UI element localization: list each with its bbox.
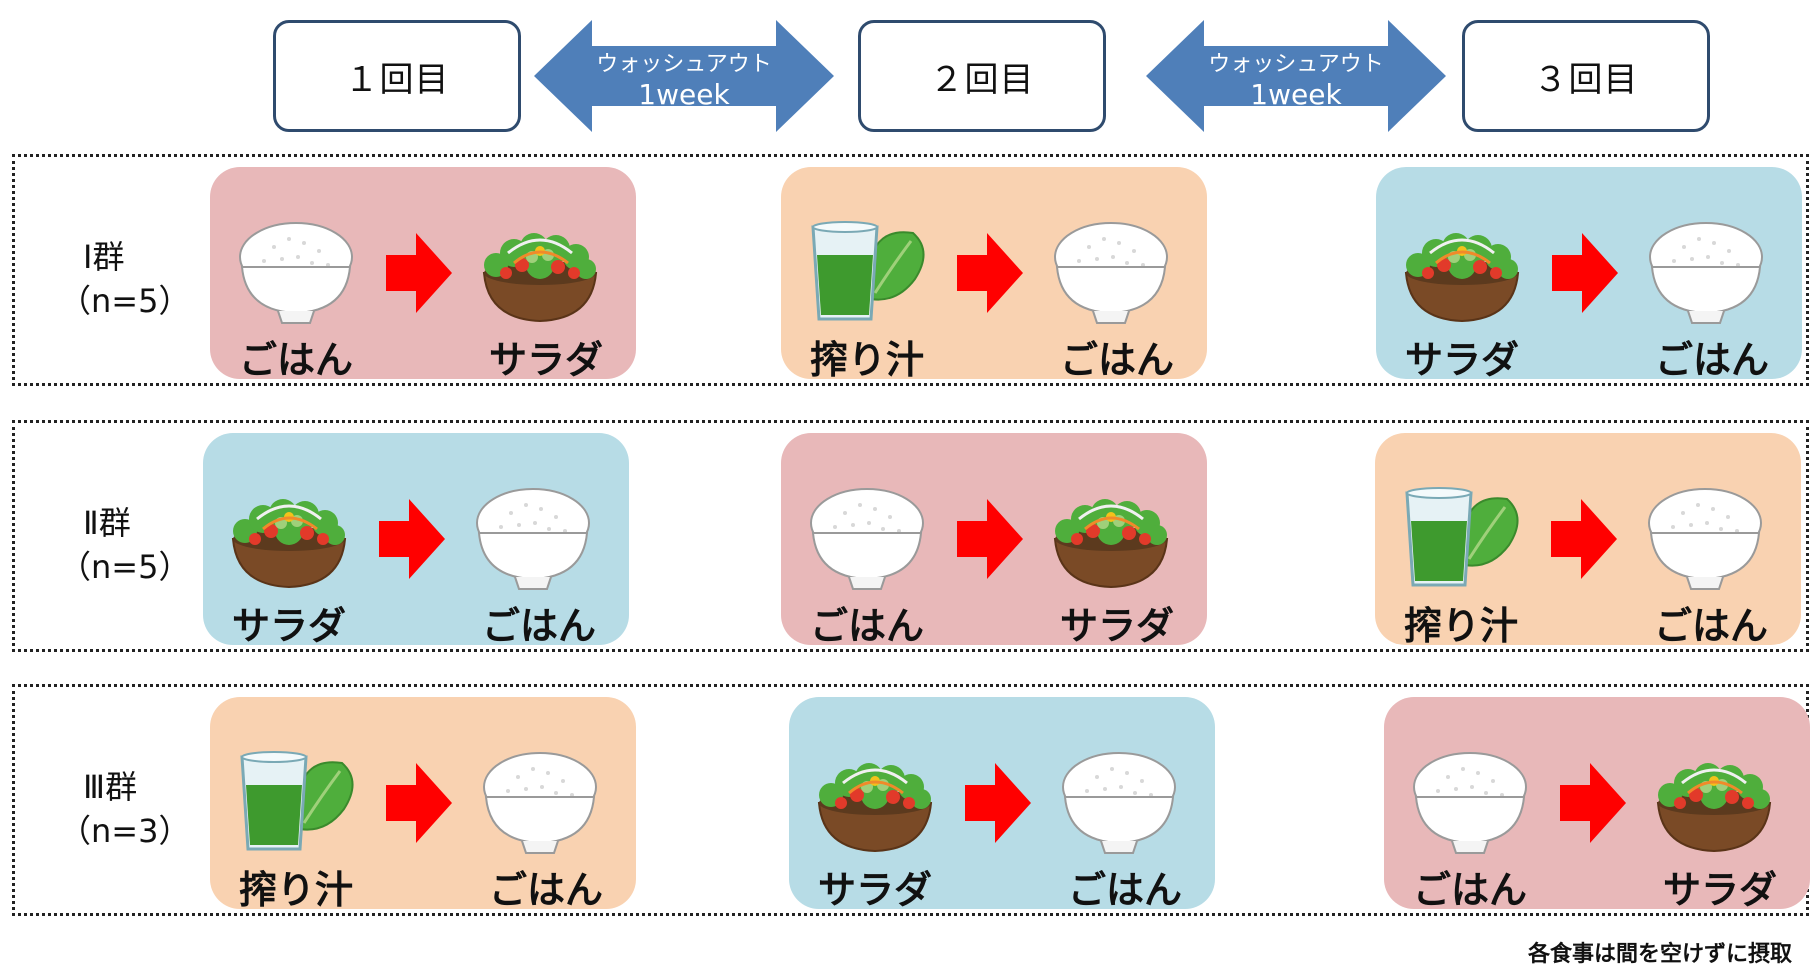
group-3-row: Ⅲ群 （n=3） 搾り汁 ごはん bbox=[12, 684, 1810, 916]
salad-icon bbox=[813, 737, 937, 861]
food-label-first: サラダ bbox=[1404, 338, 1519, 382]
group-1-row: Ⅰ群 （n=5） ごはん サラダ bbox=[12, 154, 1809, 386]
juice-icon bbox=[234, 737, 358, 861]
washout-2-duration: 1week bbox=[1250, 78, 1342, 111]
footnote: 各食事は間を空けずに摂取 bbox=[1527, 942, 1792, 967]
juice-icon bbox=[1399, 473, 1523, 597]
arrow-right-icon bbox=[1551, 499, 1617, 579]
food-label-first: 搾り汁 bbox=[238, 868, 353, 912]
rice-icon bbox=[1644, 207, 1768, 331]
arrow-right-icon bbox=[965, 763, 1031, 843]
group-1-label: Ⅰ群 （n=5） bbox=[59, 235, 191, 323]
group-2-name: Ⅱ群 bbox=[83, 504, 131, 542]
group-3-name: Ⅲ群 bbox=[83, 768, 138, 806]
juice-icon bbox=[805, 207, 929, 331]
food-label-second: ごはん bbox=[1654, 338, 1769, 382]
food-label-first: ごはん bbox=[1412, 868, 1527, 912]
rice-icon bbox=[234, 207, 358, 331]
salad-icon bbox=[227, 473, 351, 597]
round-3-label: ３回目 bbox=[1533, 59, 1639, 100]
food-label-second: ごはん bbox=[488, 868, 603, 912]
round-2-label: ２回目 bbox=[929, 59, 1035, 100]
group-2-panel-3: 搾り汁 ごはん bbox=[1375, 433, 1801, 648]
group-1-count: （n=5） bbox=[59, 282, 191, 320]
group-1-panel-2: 搾り汁 ごはん bbox=[781, 167, 1207, 382]
arrow-right-icon bbox=[1552, 233, 1618, 313]
rice-icon bbox=[471, 473, 595, 597]
group-1-name: Ⅰ群 bbox=[83, 238, 125, 276]
food-label-second: ごはん bbox=[1059, 338, 1174, 382]
group-1-panel-1: ごはん サラダ bbox=[210, 167, 636, 382]
group-3-panel-2: サラダ ごはん bbox=[789, 697, 1215, 912]
food-label-first: ごはん bbox=[809, 604, 924, 648]
salad-icon bbox=[1652, 737, 1776, 861]
arrow-right-icon bbox=[957, 233, 1023, 313]
group-3-label: Ⅲ群 （n=3） bbox=[59, 765, 191, 853]
food-label-second: ごはん bbox=[1653, 604, 1768, 648]
food-label-first: 搾り汁 bbox=[1403, 604, 1518, 648]
washout-arrow-2: ウォッシュアウト 1week bbox=[1146, 20, 1446, 132]
food-label-first: ごはん bbox=[238, 338, 353, 382]
salad-icon bbox=[1049, 473, 1173, 597]
round-1-label: １回目 bbox=[344, 59, 450, 100]
round-3-box: ３回目 bbox=[1462, 20, 1710, 132]
food-label-second: ごはん bbox=[1067, 868, 1182, 912]
arrow-right-icon bbox=[957, 499, 1023, 579]
group-3-count: （n=3） bbox=[59, 812, 191, 850]
food-label-first: サラダ bbox=[231, 604, 346, 648]
group-3-panel-1: 搾り汁 ごはん bbox=[210, 697, 636, 912]
group-2-count: （n=5） bbox=[59, 548, 191, 586]
washout-1-duration: 1week bbox=[638, 78, 730, 111]
salad-icon bbox=[478, 207, 602, 331]
rice-icon bbox=[1643, 473, 1767, 597]
rice-icon bbox=[478, 737, 602, 861]
washout-1-text: ウォッシュアウト bbox=[596, 52, 772, 77]
food-label-first: サラダ bbox=[817, 868, 932, 912]
food-label-first: 搾り汁 bbox=[809, 338, 924, 382]
double-arrow-icon bbox=[534, 20, 834, 132]
rice-icon bbox=[1057, 737, 1181, 861]
rice-icon bbox=[1408, 737, 1532, 861]
washout-arrow-1: ウォッシュアウト 1week bbox=[534, 20, 834, 132]
salad-icon bbox=[1400, 207, 1524, 331]
food-label-second: サラダ bbox=[1059, 604, 1174, 648]
arrow-right-icon bbox=[386, 763, 452, 843]
arrow-right-icon bbox=[1560, 763, 1626, 843]
group-2-panel-1: サラダ ごはん bbox=[203, 433, 629, 648]
arrow-right-icon bbox=[386, 233, 452, 313]
washout-2-text: ウォッシュアウト bbox=[1208, 52, 1384, 77]
arrow-right-icon bbox=[379, 499, 445, 579]
group-2-panel-2: ごはん サラダ bbox=[781, 433, 1207, 648]
food-label-second: サラダ bbox=[488, 338, 603, 382]
group-3-panel-3: ごはん サラダ bbox=[1384, 697, 1810, 912]
group-2-label: Ⅱ群 （n=5） bbox=[59, 501, 191, 589]
group-2-row: Ⅱ群 （n=5） サラダ ごはん bbox=[12, 420, 1809, 652]
rice-icon bbox=[805, 473, 929, 597]
food-label-second: サラダ bbox=[1662, 868, 1777, 912]
group-1-panel-3: サラダ ごはん bbox=[1376, 167, 1802, 382]
rice-icon bbox=[1049, 207, 1173, 331]
round-2-box: ２回目 bbox=[858, 20, 1106, 132]
food-label-second: ごはん bbox=[481, 604, 596, 648]
round-1-box: １回目 bbox=[273, 20, 521, 132]
double-arrow-icon bbox=[1146, 20, 1446, 132]
